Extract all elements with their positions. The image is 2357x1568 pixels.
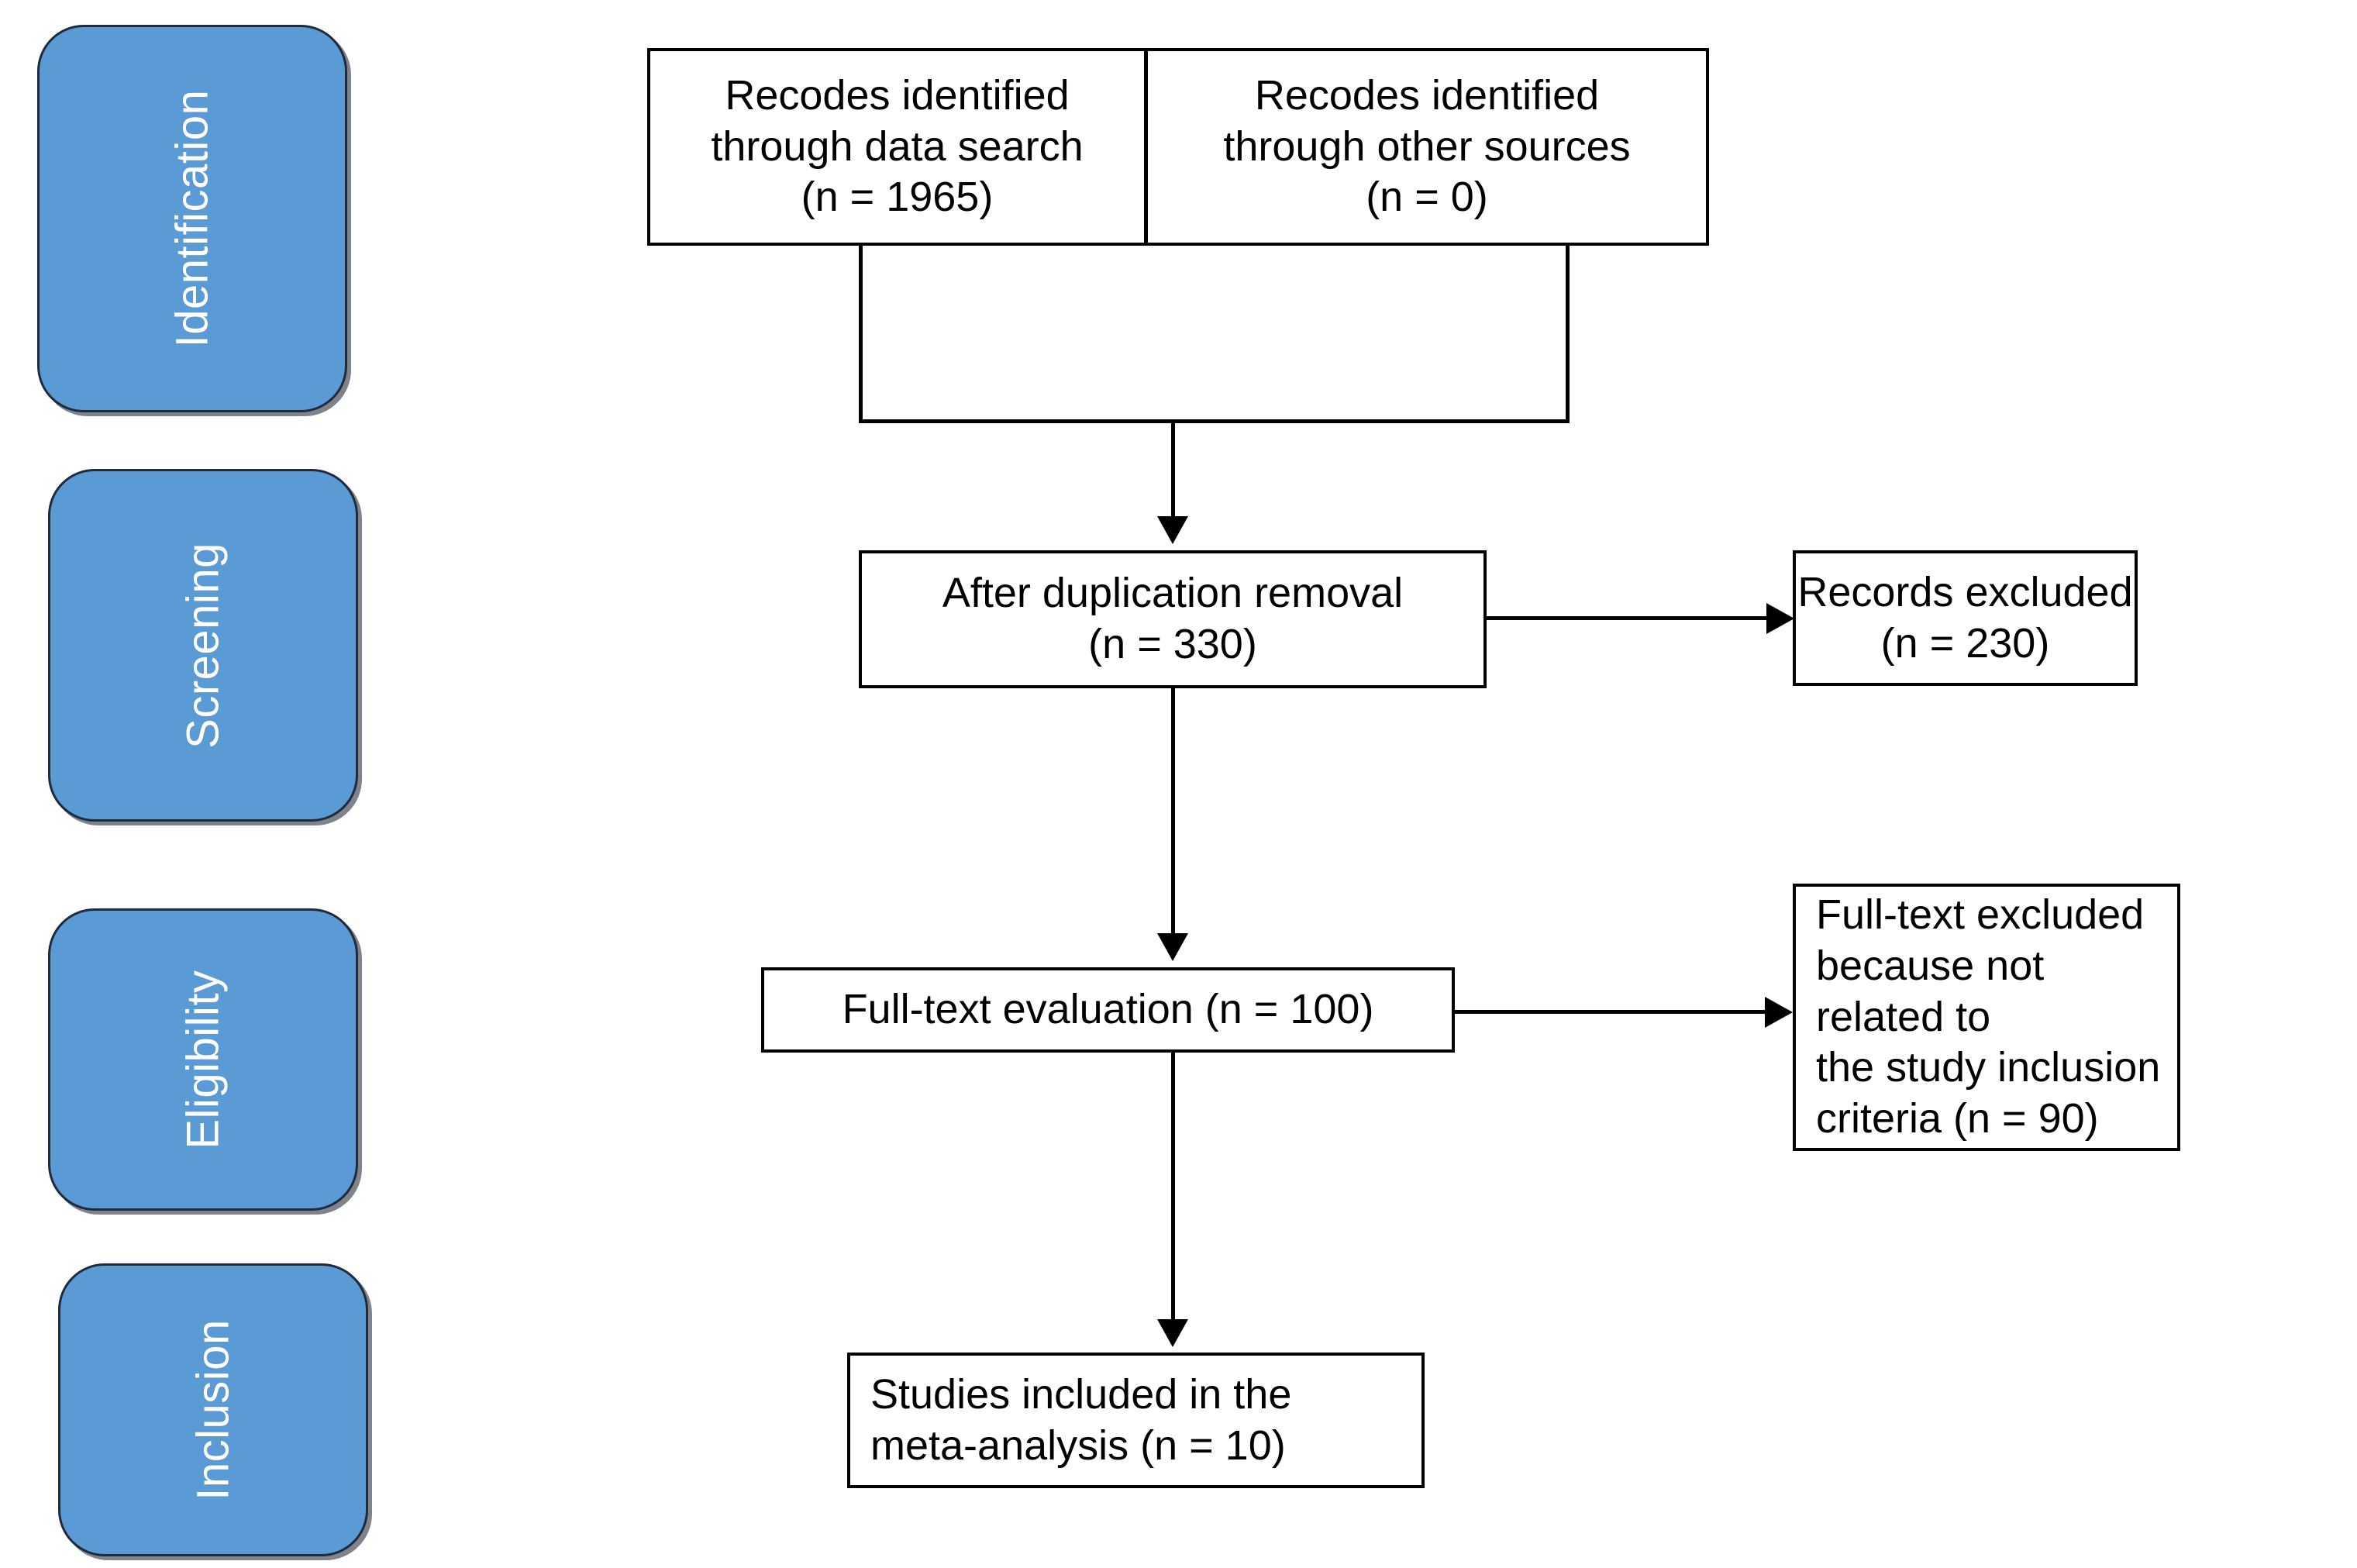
connector-line-merge-bar (859, 419, 1570, 423)
box-line: criteria (n = 90) (1816, 1095, 2099, 1142)
box-line: through data search (711, 122, 1084, 170)
box-line: Recodes identified (1254, 71, 1600, 119)
box-line: (n = 0) (1366, 174, 1488, 221)
connector-line-dup-to-eval (1171, 688, 1175, 936)
box-fulltext-excluded: Full-text excluded because not related t… (1793, 884, 2180, 1151)
connector-line-merge-down (1171, 422, 1175, 520)
stage-identification-label: Identification (167, 89, 218, 348)
box-line: through other sources (1223, 122, 1631, 170)
arrow-right-icon-to-records-excluded (1766, 603, 1794, 634)
box-records-identified-through-data-search: Recodes identified through data search (… (647, 48, 1147, 246)
stage-eligibility-label: Eligibility (177, 970, 229, 1149)
box-records-identified-through-other-sources: Recodes identified through other sources… (1145, 48, 1709, 246)
connector-line-other-drop (1566, 246, 1570, 422)
connector-line-eval-to-fulltext-excluded (1455, 1010, 1765, 1014)
box-line: Full-text evaluation (n = 100) (842, 986, 1374, 1033)
box-records-excluded: Records excluded (n = 230) (1793, 550, 2138, 686)
arrow-down-icon-to-fulltext-evaluation (1157, 933, 1188, 961)
stage-screening-label: Screening (177, 542, 229, 749)
box-line: Records excluded (1797, 568, 2133, 615)
connector-line-dup-to-records-excluded (1487, 616, 1769, 620)
stage-eligibility: Eligibility (48, 908, 358, 1211)
stage-inclusion: Inclusion (58, 1263, 368, 1556)
box-line: Studies included in the (870, 1370, 1292, 1418)
connector-line-search-drop (859, 246, 863, 422)
box-line: (n = 230) (1880, 619, 2050, 667)
arrow-down-icon-to-after-duplication-removal (1157, 516, 1188, 544)
box-line: meta-analysis (n = 10) (870, 1422, 1286, 1469)
box-line: (n = 1965) (801, 174, 994, 221)
arrow-right-icon-to-fulltext-excluded (1765, 997, 1793, 1028)
box-after-duplication-removal: After duplication removal (n = 330) (859, 550, 1487, 688)
stage-screening: Screening (48, 469, 358, 822)
arrow-down-icon-to-studies-included (1157, 1319, 1188, 1347)
box-line: Full-text excluded (1816, 891, 2145, 938)
connector-line-eval-to-studies-included (1171, 1053, 1175, 1321)
stage-identification: Identification (37, 25, 347, 412)
box-studies-included-in-meta-analysis: Studies included in the meta-analysis (n… (847, 1353, 1425, 1488)
stage-inclusion-label: Inclusion (188, 1319, 239, 1501)
box-line: After duplication removal (942, 570, 1404, 617)
box-line: (n = 330) (1088, 621, 1257, 667)
box-fulltext-evaluation: Full-text evaluation (n = 100) (761, 967, 1455, 1053)
box-line: the study inclusion (1816, 1044, 2161, 1091)
box-line: because not related to (1816, 942, 2045, 1040)
box-line: Recodes identified (725, 71, 1070, 119)
